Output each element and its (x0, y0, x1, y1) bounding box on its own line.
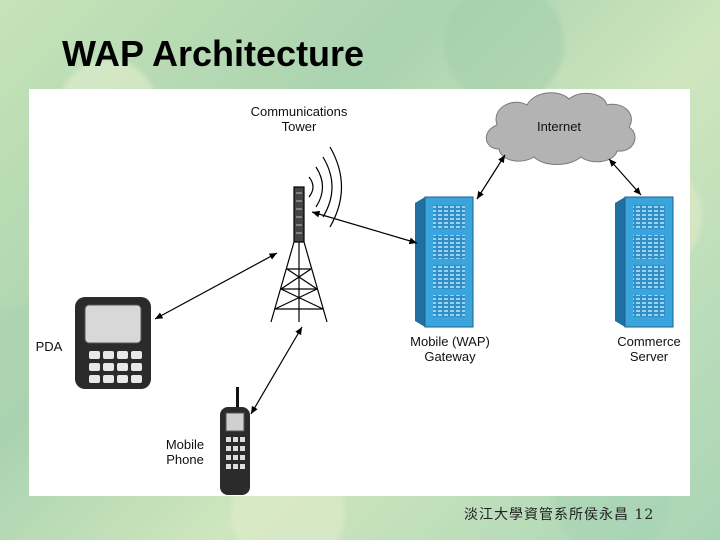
pda-icon (75, 297, 151, 389)
slide-footer: 淡江大學資管系所侯永昌 12 (464, 504, 654, 524)
tower-gateway-arrow (311, 210, 418, 245)
mobile-phone-icon (220, 387, 250, 495)
pda-label: PDA (35, 339, 63, 354)
gateway-internet-arrow (476, 154, 506, 200)
page-number: 12 (634, 507, 655, 523)
slide-title: WAP Architecture (62, 33, 365, 74)
internet-label: Internet (536, 119, 582, 134)
internet-cloud-icon (485, 92, 636, 165)
gateway-label-line2: Gateway (424, 349, 476, 364)
phone-label: Mobile Phone (155, 437, 215, 467)
phone-tower-arrow (250, 326, 303, 415)
gateway-server-icon (415, 196, 474, 328)
tower-label: Communications Tower (229, 104, 369, 134)
phone-label-line1: Mobile (165, 437, 205, 452)
server-label-line2: Server (629, 349, 669, 364)
tower-label-line2: Tower (281, 119, 317, 134)
wap-architecture-diagram (75, 92, 674, 495)
tower-label-line1: Communications (250, 104, 348, 119)
footer-text: 淡江大學資管系所侯永昌 (464, 507, 629, 523)
gateway-label: Mobile (WAP) Gateway (395, 334, 505, 364)
phone-label-line2: Phone (166, 452, 204, 467)
pda-tower-arrow (154, 252, 278, 320)
server-label-line1: Commerce (617, 334, 681, 349)
internet-server-arrow (608, 158, 642, 196)
diagram-panel: Communications Tower Internet Mobile (WA… (29, 89, 690, 496)
communications-tower-icon (270, 146, 343, 323)
commerce-server-icon (615, 196, 674, 328)
gateway-label-line1: Mobile (WAP) (410, 334, 490, 349)
server-label: Commerce Server (609, 334, 689, 364)
